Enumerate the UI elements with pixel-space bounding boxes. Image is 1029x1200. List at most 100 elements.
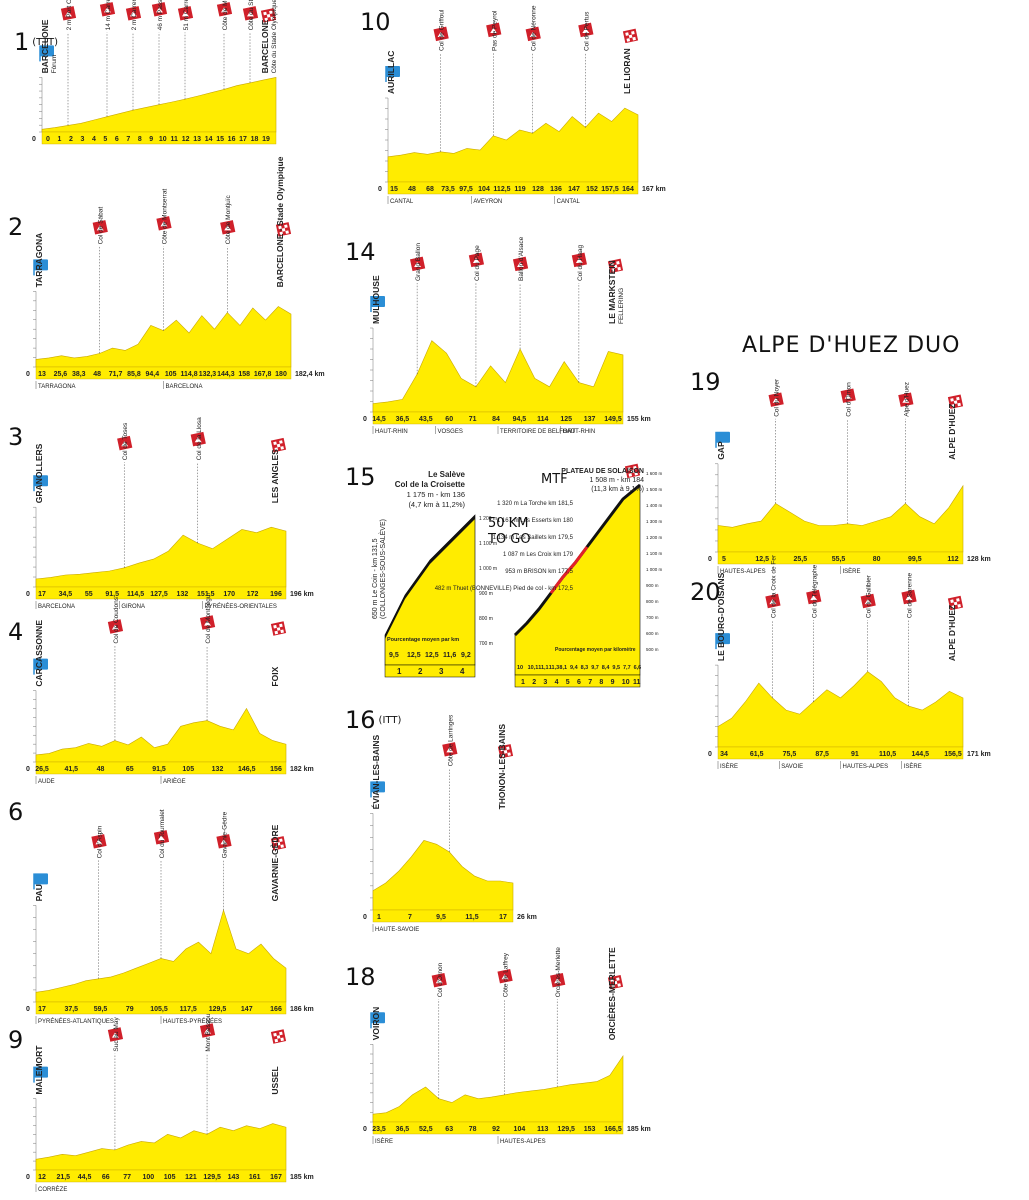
km-label: 121	[185, 1174, 197, 1181]
region-label: HAUTE-SAVOIE	[375, 927, 419, 933]
solaison-pct: 9,4	[570, 665, 579, 671]
km-label: 129,5	[557, 1126, 575, 1133]
climb-label: Mont Bessou	[205, 1013, 212, 1051]
km-label: 158	[238, 371, 250, 378]
km-label: 17	[499, 914, 507, 921]
region-label: TARRAGONA	[38, 384, 76, 390]
solaison-scale: 1 600 m	[646, 471, 663, 476]
km-label: 34	[720, 751, 728, 758]
climb-icon	[60, 6, 77, 21]
s15-mtf: MTF	[541, 472, 568, 487]
km-label: 128	[532, 186, 544, 193]
solaison-km-bar	[514, 674, 641, 688]
km-bar	[36, 1002, 286, 1014]
km-label: 196	[270, 591, 282, 598]
km-label: 143	[228, 1174, 240, 1181]
start-town: GAP	[716, 441, 726, 460]
km-label: 12	[182, 136, 190, 143]
finish-flag-icon	[607, 258, 624, 274]
km-label: 104	[478, 186, 490, 193]
km-bar-outline	[717, 746, 964, 760]
km-label: 151,5	[197, 591, 215, 598]
stage-number-text: 3	[8, 423, 24, 451]
km-label: 52,5	[419, 1126, 433, 1133]
start-town: CARCASSONNE	[34, 620, 44, 687]
salève-km: 2	[418, 667, 423, 676]
climb-label: Suc au May	[113, 1017, 120, 1052]
climb-icon	[806, 589, 822, 605]
km-bar-outline	[35, 1001, 287, 1015]
solaison-km: 1	[521, 679, 525, 686]
start-town: LE BOURG-D'OISANS	[716, 572, 726, 661]
km-label: 17	[239, 136, 247, 143]
finish-town: GAVARNIE-GÈDRE	[270, 824, 280, 901]
climb-icon	[156, 216, 172, 231]
climb-icon	[497, 968, 513, 984]
solaison-finish-icon	[624, 463, 641, 479]
climb-label: Col de la Llosa	[196, 417, 203, 460]
climb-icon	[107, 1027, 124, 1042]
km-bar	[36, 367, 291, 379]
climb-label: Pas de Peyrol	[491, 10, 498, 51]
solaison-km: 3	[543, 679, 547, 686]
climb-label: Col de Toses	[122, 422, 129, 460]
km-label: 97,5	[459, 186, 473, 193]
climb-label: Côte de Montjuïc	[225, 195, 232, 245]
climb-label: Col du Noyer	[774, 378, 781, 417]
climb-label: Col d'Ornon	[437, 962, 444, 997]
stage-number-text: 9	[8, 1026, 24, 1054]
km-label: 14	[205, 136, 213, 143]
region-label: TERRITOIRE DE BELFORT	[500, 429, 576, 435]
total-distance: 196 km	[290, 591, 314, 598]
km-label: 48	[408, 186, 416, 193]
finish-town: USSEL	[270, 1066, 280, 1094]
km-bar-outline	[372, 1121, 624, 1135]
stage-type-tag: (ITT)	[378, 715, 402, 726]
km-label: 92	[492, 1126, 500, 1133]
km-label: 9	[149, 136, 153, 143]
solaison-km: 11	[633, 679, 641, 686]
climb-label: Col de Coudons	[113, 596, 120, 643]
start-town: TARRAGONA	[34, 233, 44, 288]
km-label: 114,8	[181, 371, 198, 378]
km-label: 68	[426, 186, 434, 193]
stage-number-text: 14	[345, 238, 376, 266]
climb-label: Col d'Ornon	[846, 382, 853, 417]
km-zero: 0	[26, 1006, 30, 1013]
solaison-pct: 6,6	[634, 665, 642, 671]
start-town: PAU	[34, 884, 44, 901]
solaison-steep-road	[549, 546, 589, 594]
climb-label: 51 m Carrer de Mallorca km 11,5	[183, 0, 190, 30]
start-flag-icon	[715, 431, 730, 448]
km-label: 19	[262, 136, 270, 143]
km-label: 44,5	[78, 1174, 92, 1181]
solaison-scale: 800 m	[646, 599, 659, 604]
start-town: MULHOUSE	[371, 275, 381, 324]
km-label: 156,5	[944, 751, 962, 758]
km-label: 8	[138, 136, 142, 143]
km-label: 127,5	[150, 591, 168, 598]
km-label: 60	[445, 416, 453, 423]
km-label: 75,5	[783, 751, 797, 758]
km-label: 7	[126, 136, 130, 143]
climb-icon	[765, 593, 781, 609]
km-label: 41,5	[64, 766, 78, 773]
start-town: MALEMORT	[34, 1045, 44, 1095]
stage-number-text: 4	[8, 618, 24, 646]
total-distance: 182,4 km	[295, 371, 325, 378]
s15-to-go-2: TO GO	[488, 532, 531, 547]
climb-icon	[242, 6, 259, 21]
solaison-pct-label: Pourcentage moyen par kilomètre	[555, 647, 636, 653]
stage-1-number: 1(TTT)	[14, 30, 58, 54]
solaison-km: 7	[588, 679, 592, 686]
solaison-scale: 900 m	[646, 583, 659, 588]
km-label: 129,5	[209, 1006, 227, 1013]
km-label: 18	[251, 136, 259, 143]
solaison-pct: 9,7	[591, 665, 599, 671]
